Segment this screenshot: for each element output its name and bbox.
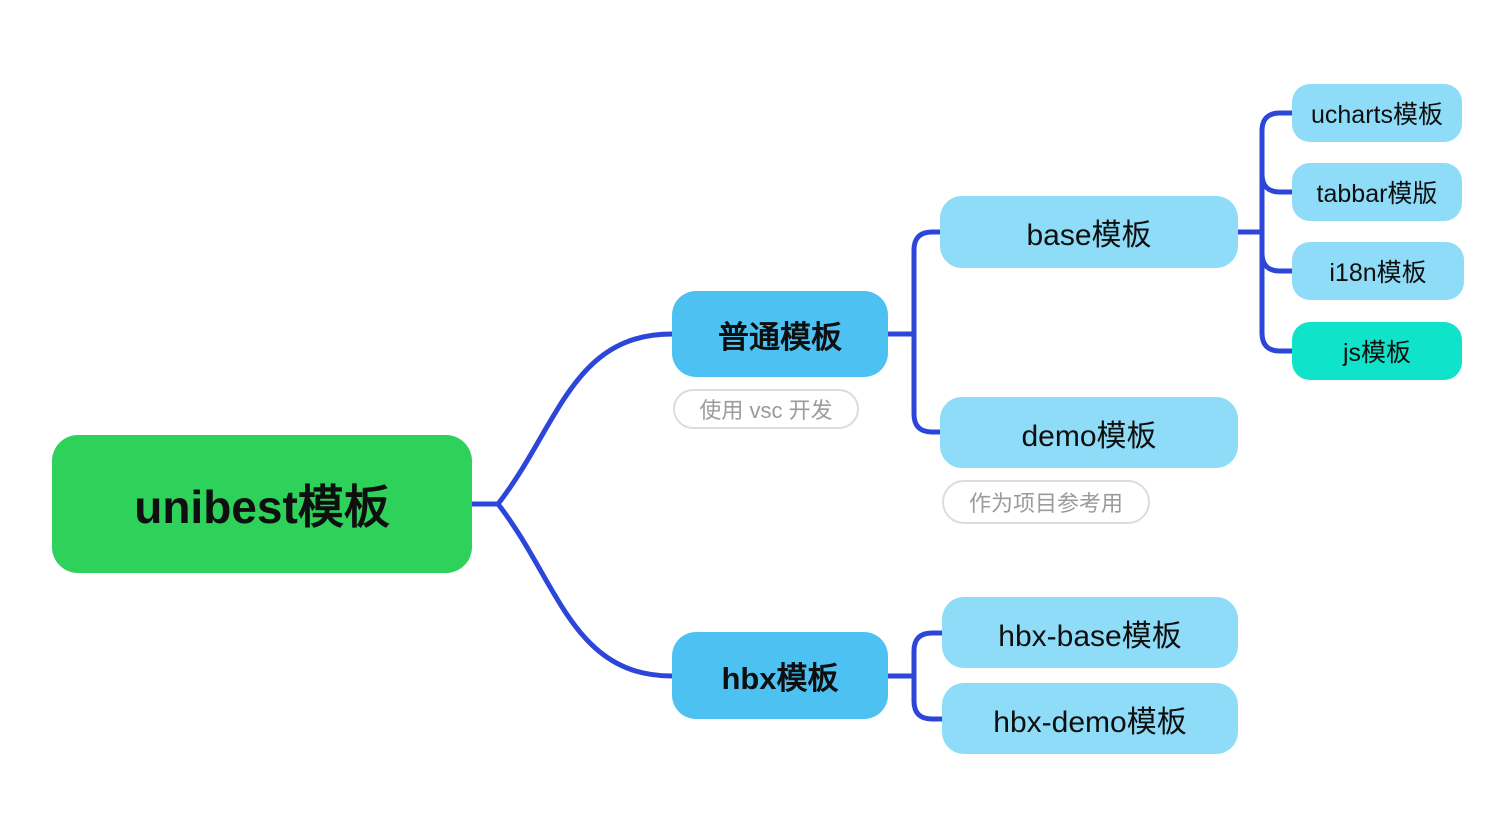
node-i18n-template[interactable]: i18n模板 xyxy=(1292,242,1464,300)
connector-putong-children-trunk xyxy=(911,229,943,435)
note-putong-vsc[interactable]: 使用 vsc 开发 xyxy=(673,389,859,429)
connector-base-children-trunk xyxy=(1259,110,1295,354)
connector-hbx-children-trunk xyxy=(911,630,945,722)
note-demo-reference[interactable]: 作为项目参考用 xyxy=(942,480,1150,524)
node-hbx-base-template[interactable]: hbx-base模板 xyxy=(942,597,1238,668)
connector-root-to-putong xyxy=(469,331,675,507)
connector-root-to-hbx xyxy=(469,501,675,679)
connector-branch-i18n xyxy=(1259,250,1295,274)
node-base-template[interactable]: base模板 xyxy=(940,196,1238,268)
node-root-unibest[interactable]: unibest模板 xyxy=(52,435,472,573)
node-hbx-demo-template[interactable]: hbx-demo模板 xyxy=(942,683,1238,754)
node-hbx-template[interactable]: hbx模板 xyxy=(672,632,888,719)
node-tabbar-template[interactable]: tabbar模版 xyxy=(1292,163,1462,221)
node-ucharts-template[interactable]: ucharts模板 xyxy=(1292,84,1462,142)
node-js-template[interactable]: js模板 xyxy=(1292,322,1462,380)
node-putong-template[interactable]: 普通模板 xyxy=(672,291,888,377)
node-demo-template[interactable]: demo模板 xyxy=(940,397,1238,468)
connector-branch-tabbar xyxy=(1259,171,1295,195)
